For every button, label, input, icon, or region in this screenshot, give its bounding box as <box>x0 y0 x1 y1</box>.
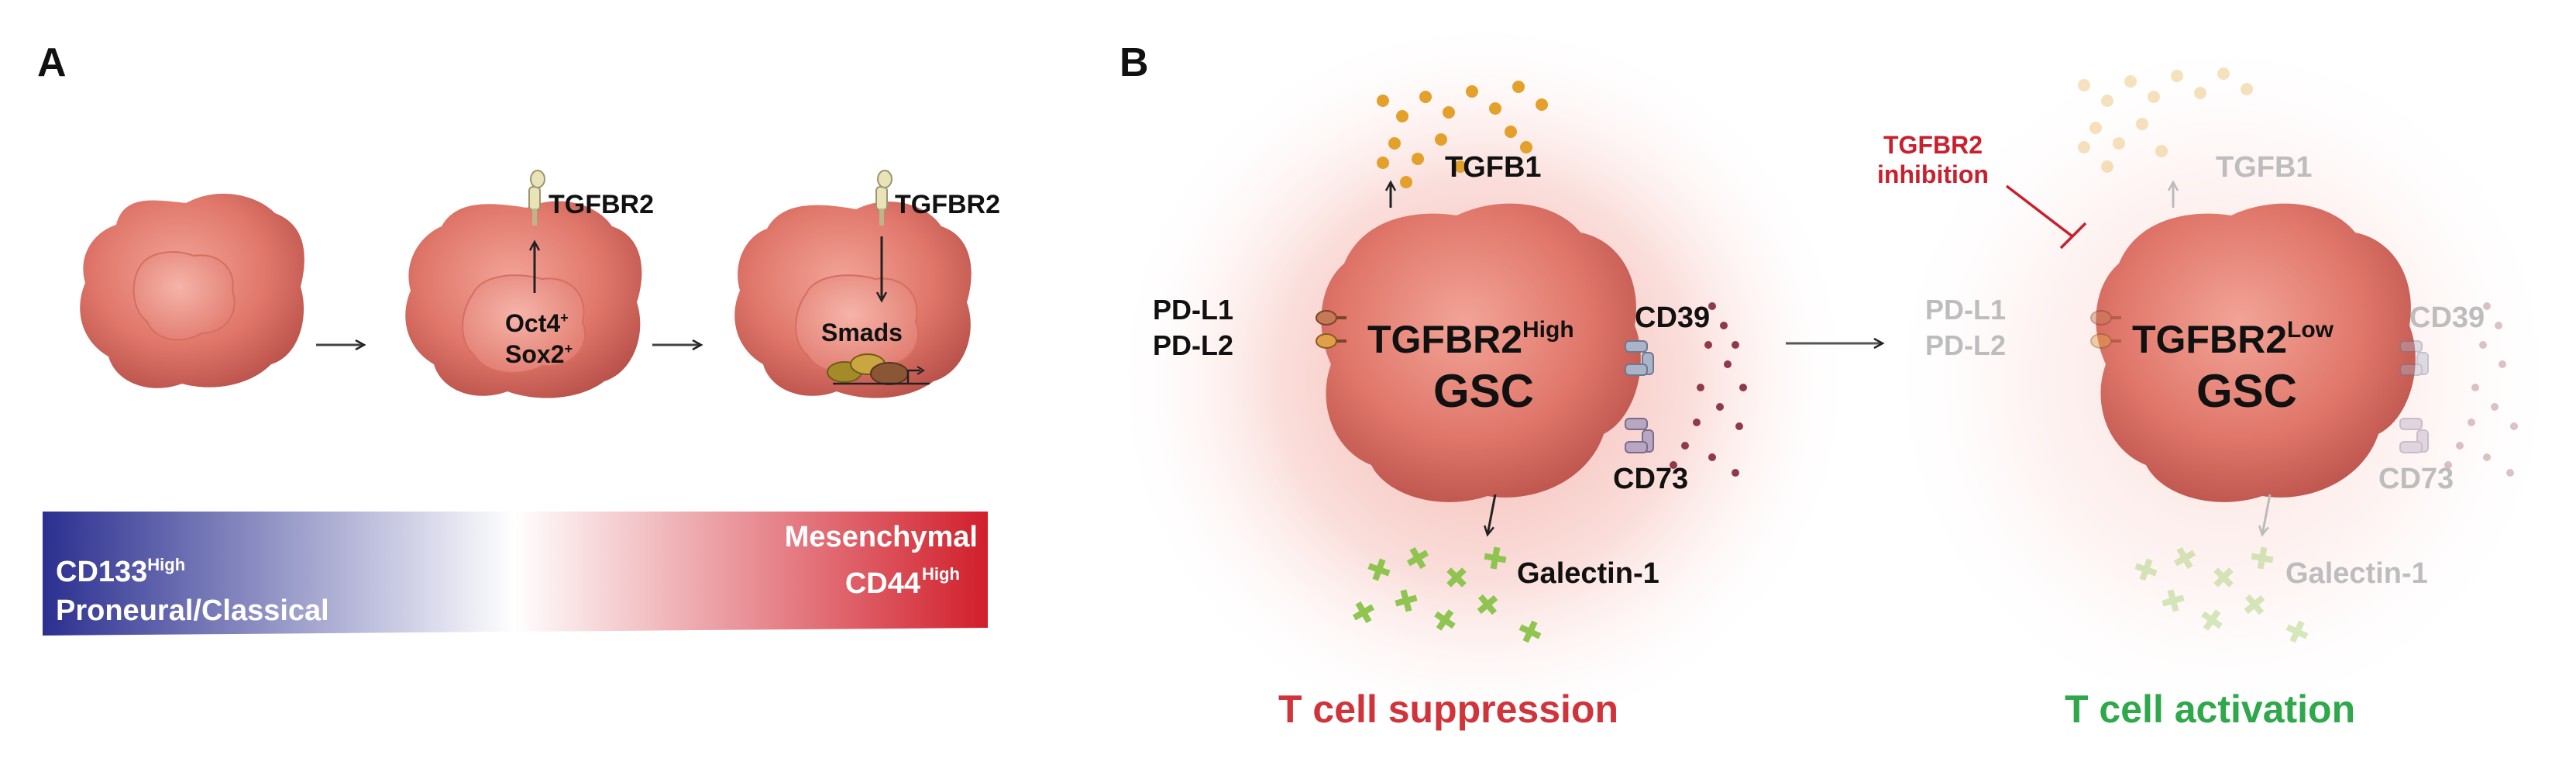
cd39-label-low: CD39 <box>2409 301 2485 334</box>
pdl1-label-low: PD-L1 <box>1925 294 2006 326</box>
adenosine-dots-low <box>2444 302 2518 477</box>
low-cell-name: TGFBR2Low <box>2132 317 2334 361</box>
sox2-label: Sox2+ <box>505 340 573 368</box>
cd39-label-high: CD39 <box>1635 301 1710 334</box>
cd73-label-low: CD73 <box>2378 463 2454 495</box>
cd44-label: CD44 <box>845 567 920 600</box>
adenosine-dots-high <box>1670 302 1747 477</box>
galectin-high <box>1352 546 1542 643</box>
high-cell-type: GSC <box>1433 365 1534 417</box>
cd73-receptor-low <box>2399 418 2429 453</box>
nucleus-2 <box>462 274 586 374</box>
cd39-receptor-low <box>2399 340 2429 376</box>
nucleus-3 <box>795 274 920 374</box>
tgfb-dots-high <box>1377 81 1548 188</box>
nucleus-1 <box>132 251 236 341</box>
inhibition-line1: TGFBR2 <box>1883 131 1983 159</box>
panel-a-label: A <box>37 40 67 85</box>
pdl-receptors-low <box>2090 310 2121 349</box>
smads-label: Smads <box>821 319 903 346</box>
cell-2 <box>405 170 642 398</box>
galectin-arrow-low <box>2258 494 2272 537</box>
low-cell <box>2096 180 2416 537</box>
proneural-label: Proneural/Classical <box>56 594 329 627</box>
oct4-label: Oct4+ <box>505 309 569 337</box>
high-cell-name: TGFBR2High <box>1367 317 1574 361</box>
cd73-label-high: CD73 <box>1613 463 1688 495</box>
cd133-label: CD133High <box>56 555 185 588</box>
galectin-low <box>2134 546 2309 643</box>
panel-b-label: B <box>1119 40 1149 85</box>
inhibition-line2: inhibition <box>1877 160 1989 188</box>
low-cell-type: GSC <box>2196 365 2297 417</box>
cd39-receptor-high <box>1625 340 1654 376</box>
phenotype-gradient <box>43 512 988 636</box>
receptor-label-2: TGFBR2 <box>895 190 1000 219</box>
tgfb-dots-low <box>2078 67 2253 173</box>
pdl1-label-high: PD-L1 <box>1153 294 1233 326</box>
galectin-label-low: Galectin-1 <box>2285 557 2428 590</box>
cell-3 <box>734 170 972 398</box>
inhibition-bar <box>2005 184 2087 250</box>
galectin-label-high: Galectin-1 <box>1517 557 1659 590</box>
pdl2-label-high: PD-L2 <box>1153 329 1233 361</box>
pdl2-label-low: PD-L2 <box>1925 329 2006 361</box>
tgfb1-label-low: TGFB1 <box>2216 151 2313 184</box>
pdl-receptors-high <box>1316 310 1346 349</box>
smad-complex <box>827 353 930 385</box>
cell-1 <box>80 193 304 388</box>
galectin-arrow-high <box>1483 494 1497 537</box>
cd44-sup: High <box>922 564 960 584</box>
outcome-low: T cell activation <box>2065 687 2355 731</box>
mesenchymal-label: Mesenchymal <box>785 521 978 553</box>
outcome-high: T cell suppression <box>1278 687 1618 731</box>
high-cell <box>1321 180 1641 537</box>
cd73-receptor-high <box>1625 418 1654 453</box>
receptor-label-1: TGFBR2 <box>549 190 654 219</box>
tgfb1-label-high: TGFB1 <box>1445 151 1542 184</box>
